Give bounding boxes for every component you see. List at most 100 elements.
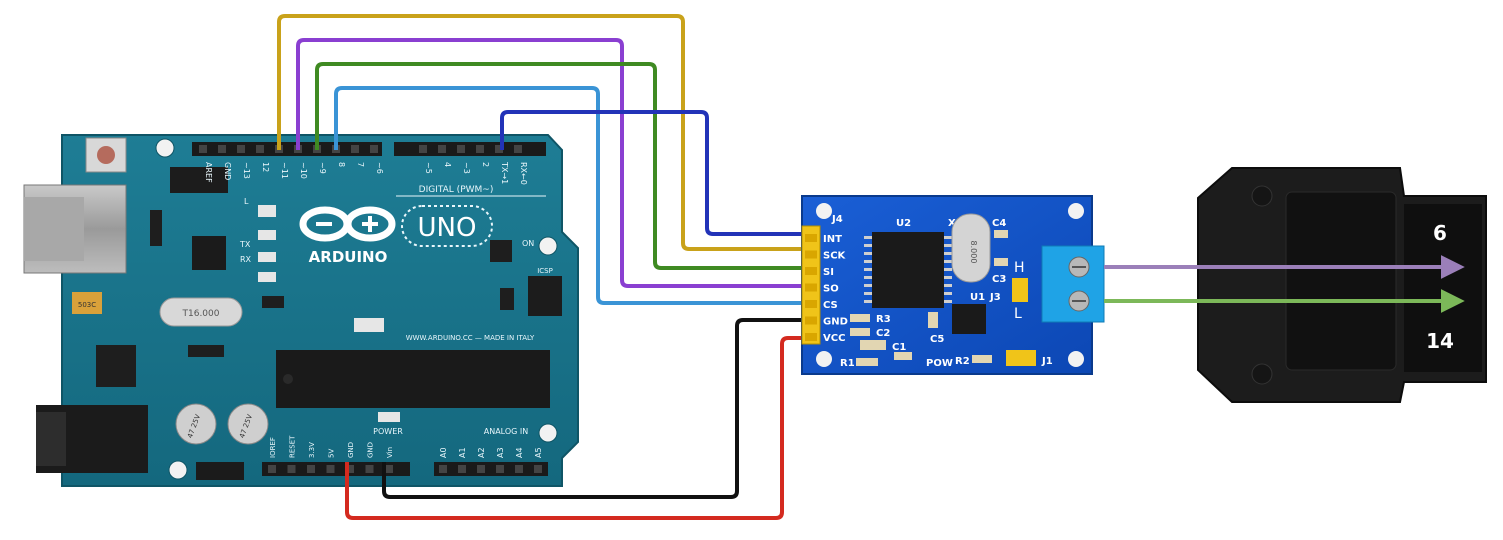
smd-component bbox=[354, 318, 384, 332]
r1-label: R1 bbox=[840, 358, 855, 369]
smd-component bbox=[188, 345, 224, 357]
logo-plus-v bbox=[368, 216, 372, 232]
chip-503c bbox=[72, 292, 102, 314]
j1-jumper bbox=[1006, 350, 1036, 366]
u2-pins bbox=[864, 236, 952, 303]
resistor-r3 bbox=[850, 314, 870, 322]
analog-pin-hole bbox=[515, 465, 523, 473]
j4-pin-label: CS bbox=[823, 300, 838, 311]
obd2-pin-6-label: 6 bbox=[1433, 221, 1447, 245]
screw-terminal bbox=[1041, 245, 1105, 323]
capacitor-2 bbox=[227, 403, 269, 445]
resistor-r2 bbox=[972, 355, 992, 363]
j4-pin bbox=[805, 333, 817, 341]
u2-pin bbox=[944, 252, 952, 255]
arduino-logo bbox=[299, 206, 396, 242]
u2-pin bbox=[944, 236, 952, 239]
analog-pin-hole bbox=[496, 465, 504, 473]
u2-pin bbox=[864, 252, 872, 255]
crystal-x1 bbox=[951, 213, 991, 283]
analog-pin-label: A2 bbox=[477, 447, 486, 458]
obd2-socket bbox=[1404, 204, 1482, 372]
tja1050-chip bbox=[952, 304, 986, 334]
power-pin-label: Vin bbox=[386, 447, 394, 458]
mounting-hole bbox=[1068, 351, 1084, 367]
c3-label: C3 bbox=[992, 274, 1006, 285]
regulator-chip bbox=[96, 345, 136, 387]
h-label: H bbox=[1014, 260, 1025, 276]
power-pin-hole bbox=[346, 465, 354, 473]
mounting-hole bbox=[538, 423, 558, 443]
c2-label: C2 bbox=[876, 328, 890, 339]
digital-pin-label: 4 bbox=[443, 162, 452, 167]
digital-pin-label: AREF bbox=[204, 162, 213, 183]
smd-component bbox=[258, 252, 276, 262]
power-pin-hole bbox=[287, 465, 296, 473]
mcp2515-chip bbox=[872, 232, 944, 308]
u2-pin bbox=[864, 260, 872, 263]
analog-pin-label: A1 bbox=[458, 447, 467, 458]
analog-pin-hole bbox=[439, 465, 447, 473]
chip-503c-label: 503C bbox=[78, 301, 96, 309]
j4-pin bbox=[805, 234, 817, 242]
u1-label: U1 bbox=[970, 292, 985, 303]
cap-c4 bbox=[994, 230, 1008, 238]
j4-pin-label: INT bbox=[823, 234, 842, 245]
obd2-pin-14-label: 14 bbox=[1426, 329, 1454, 353]
smd-component bbox=[196, 462, 244, 480]
digital-header-right bbox=[394, 142, 546, 156]
j4-label: J4 bbox=[831, 214, 843, 225]
u2-pin bbox=[944, 260, 952, 263]
digital-pin-hole bbox=[351, 145, 359, 153]
wire-purple bbox=[296, 38, 808, 288]
c1-label: C1 bbox=[892, 342, 906, 353]
analog-pin-label: A5 bbox=[534, 447, 543, 458]
url-silkscreen: WWW.ARDUINO.CC — MADE IN ITALY bbox=[406, 334, 535, 342]
pow-led bbox=[894, 352, 912, 360]
power-pin-hole bbox=[365, 465, 374, 473]
analog-pin-label: A0 bbox=[439, 447, 448, 458]
arduino-brand: ARDUINO bbox=[309, 248, 388, 266]
digital-pin-label: GND bbox=[223, 162, 232, 180]
cap-c1 bbox=[860, 340, 886, 350]
j4-pin-label: SCK bbox=[823, 251, 847, 262]
smd-component bbox=[258, 205, 276, 217]
reset-button-cap[interactable] bbox=[97, 146, 115, 164]
digital-pin-label: ~5 bbox=[424, 162, 433, 174]
digital-pin-hole bbox=[476, 145, 484, 153]
digital-pin-label: ~9 bbox=[318, 162, 327, 174]
icsp-label: ICSP bbox=[537, 267, 553, 275]
analog-header-label: ANALOG IN bbox=[484, 427, 529, 436]
smd-component bbox=[262, 296, 284, 308]
wire-lightblue bbox=[334, 86, 808, 305]
arduino-uno-board: 503C T16.000 47 25V 47 25V ICSP bbox=[23, 134, 579, 487]
obd2-inset bbox=[1285, 191, 1397, 371]
j4-pin bbox=[805, 316, 817, 325]
digital-pin-label: ~13 bbox=[242, 162, 251, 179]
r3-label: R3 bbox=[876, 314, 891, 325]
u2-pin bbox=[864, 284, 872, 287]
on-led-label: ON bbox=[522, 239, 534, 248]
u2-pin bbox=[944, 284, 952, 287]
j4-pin bbox=[805, 283, 817, 292]
digital-pin-hole bbox=[419, 145, 427, 153]
power-pin-label: GND bbox=[347, 442, 355, 458]
j4-pin-label: GND bbox=[823, 317, 848, 328]
l-label: L bbox=[1014, 306, 1022, 322]
analog-header bbox=[434, 462, 548, 476]
u2-pin bbox=[944, 244, 952, 247]
digital-pin-hole bbox=[457, 145, 465, 153]
digital-pin-hole bbox=[218, 145, 226, 153]
crystal-16mhz-label: T16.000 bbox=[182, 309, 220, 319]
resistor-r1 bbox=[856, 358, 878, 366]
digital-pin-label: 12 bbox=[261, 162, 270, 172]
digital-pin-hole bbox=[256, 145, 264, 153]
rx-led-label: RX bbox=[240, 255, 252, 264]
j4-pin bbox=[805, 267, 817, 275]
atmega328-chip bbox=[276, 350, 550, 408]
u2-pin bbox=[944, 268, 952, 271]
u2-pin bbox=[864, 236, 872, 239]
power-pin-label: IOREF bbox=[269, 437, 277, 458]
